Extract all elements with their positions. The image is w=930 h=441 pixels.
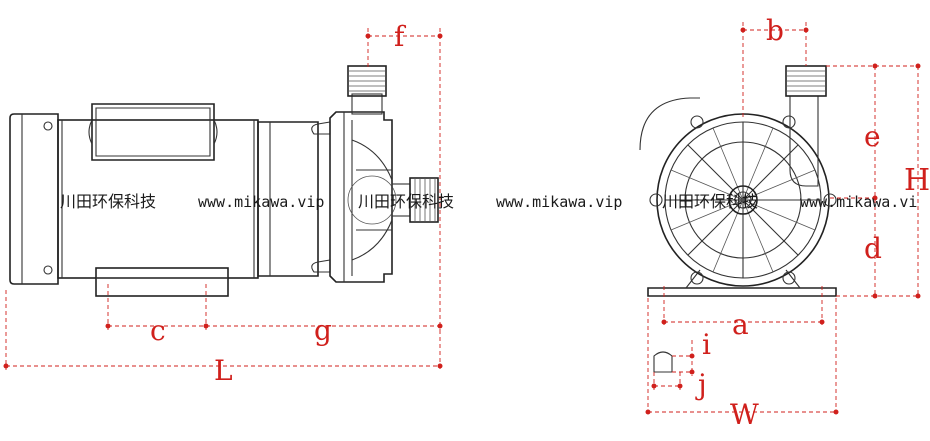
label-W: W bbox=[730, 398, 759, 431]
label-j: j bbox=[695, 368, 707, 401]
watermark-url-1: www.mikawa.vip bbox=[198, 193, 324, 211]
watermark-cn-2: 川田环保科技 bbox=[358, 192, 454, 211]
watermark-cn-3: 川田环保科技 bbox=[662, 192, 758, 211]
label-e: e bbox=[864, 120, 881, 153]
side-view bbox=[9, 65, 439, 297]
watermark-url-3: www.mikawa.vi bbox=[800, 193, 917, 211]
label-a: a bbox=[732, 308, 749, 341]
dimension-labels: f b e H d c g L a i j W bbox=[150, 14, 930, 431]
impeller-ribs bbox=[665, 122, 821, 278]
label-L: L bbox=[214, 354, 233, 387]
front-view-dimensions bbox=[645, 22, 921, 416]
side-view-dimensions bbox=[3, 28, 443, 370]
label-i: i bbox=[702, 328, 711, 361]
label-b: b bbox=[766, 14, 784, 47]
front-view bbox=[639, 65, 837, 297]
label-f: f bbox=[394, 20, 407, 53]
watermark-cn-1: 川田环保科技 bbox=[60, 192, 156, 211]
watermarks: 川田环保科技 www.mikawa.vip 川田环保科技 www.mikawa.… bbox=[60, 192, 917, 211]
label-g: g bbox=[314, 314, 332, 347]
label-d: d bbox=[864, 232, 882, 265]
label-c: c bbox=[150, 314, 166, 347]
watermark-url-2: www.mikawa.vip bbox=[496, 193, 622, 211]
label-H: H bbox=[904, 163, 930, 198]
